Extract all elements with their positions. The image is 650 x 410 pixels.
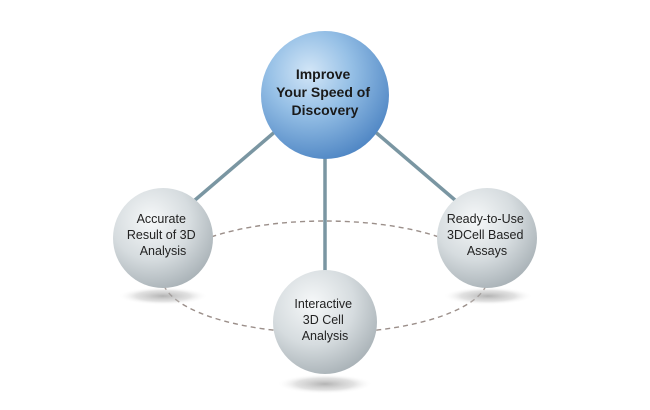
node-right-label: Ready-to-Use 3DCell Based Assays bbox=[447, 212, 528, 258]
node-right-sphere bbox=[437, 188, 537, 288]
node-bottom: Interactive 3D Cell Analysis bbox=[273, 270, 377, 374]
shadow-bottom bbox=[277, 374, 373, 394]
node-bottom-line: 3D Cell bbox=[303, 313, 344, 327]
connector-right bbox=[371, 128, 464, 208]
center-node: Improve Your Speed of Discovery bbox=[261, 31, 389, 159]
node-left: Accurate Result of 3D Analysis bbox=[113, 188, 213, 288]
center-line: Discovery bbox=[292, 102, 359, 118]
node-bottom-line: Analysis bbox=[302, 329, 349, 343]
node-right-line: Ready-to-Use bbox=[447, 212, 524, 226]
node-right-line: Assays bbox=[467, 244, 507, 258]
node-left-line: Analysis bbox=[140, 244, 187, 258]
node-left-label: Accurate Result of 3D Analysis bbox=[127, 212, 199, 258]
center-label: Improve Your Speed of Discovery bbox=[276, 66, 374, 118]
node-left-line: Accurate bbox=[137, 212, 186, 226]
center-line: Your Speed of bbox=[276, 84, 370, 100]
shadow-left bbox=[118, 287, 208, 305]
center-sphere bbox=[261, 31, 389, 159]
node-bottom-label: Interactive 3D Cell Analysis bbox=[294, 297, 355, 343]
center-line: Improve bbox=[296, 66, 351, 82]
node-left-line: Result of 3D bbox=[127, 228, 196, 242]
node-right: Ready-to-Use 3DCell Based Assays bbox=[437, 188, 537, 288]
connector-left bbox=[186, 128, 279, 208]
node-right-line: 3DCell Based bbox=[447, 228, 523, 242]
node-bottom-sphere bbox=[273, 270, 377, 374]
shadow-right bbox=[443, 287, 533, 305]
node-bottom-line: Interactive bbox=[294, 297, 352, 311]
node-left-sphere bbox=[113, 188, 213, 288]
